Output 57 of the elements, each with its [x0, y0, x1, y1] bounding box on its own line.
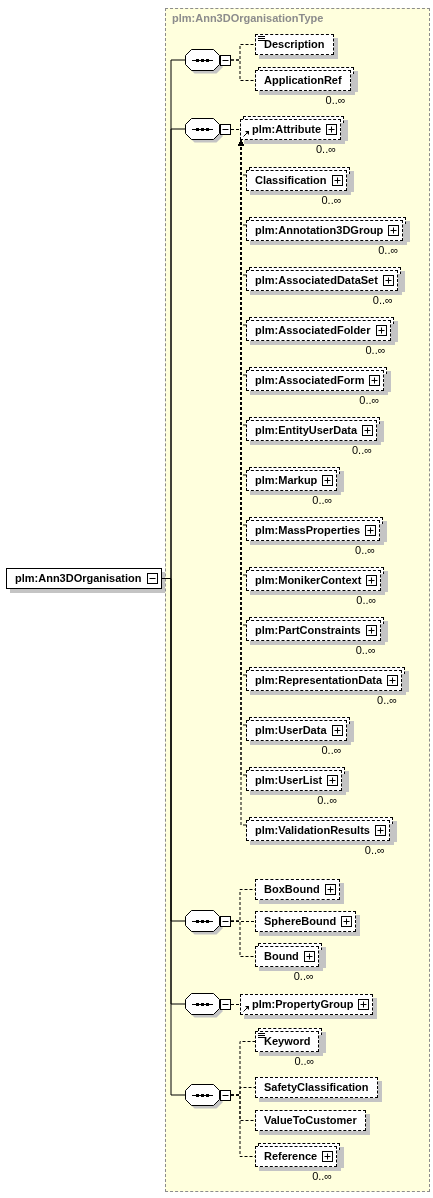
multiplicity-label: 0..∞ — [352, 445, 373, 456]
element-name: BoxBound — [264, 883, 320, 896]
element-name: ValueToCustomer — [264, 1114, 357, 1127]
multiplicity-label: 0..∞ — [377, 695, 398, 706]
sequence-symbol — [185, 993, 231, 1019]
multiplicity-label: 0..∞ — [365, 345, 386, 356]
element-name: plm:AssociatedFolder — [255, 324, 371, 337]
element-name: Description — [264, 38, 325, 51]
multiplicity-label: 0..∞ — [359, 395, 380, 406]
element-name: plm:UserList — [255, 774, 323, 787]
multiplicity-label: 0..∞ — [317, 795, 338, 806]
element-name: ApplicationRef — [264, 74, 342, 87]
multiplicity-label: 0..∞ — [378, 245, 399, 256]
element-name: plm:ValidationResults — [255, 824, 370, 837]
element-name: Reference — [264, 1150, 318, 1163]
connector-line — [230, 920, 256, 957]
sequence-symbol — [185, 910, 231, 936]
element-name: plm:AssociatedDataSet — [255, 274, 378, 287]
multiplicity-label: 0..∞ — [325, 95, 346, 106]
multiplicity-label: 0..∞ — [312, 495, 333, 506]
connector-line — [230, 59, 256, 81]
connector-line — [230, 129, 241, 130]
element-name: Classification — [255, 174, 327, 187]
sequence-symbol — [185, 1084, 231, 1110]
element-name: plm:Markup — [255, 474, 318, 487]
type-panel — [165, 8, 430, 1192]
multiplicity-label: 0..∞ — [372, 295, 393, 306]
multiplicity-label: 0..∞ — [355, 545, 376, 556]
element-name: plm:Ann3DOrganisation — [15, 572, 142, 585]
multiplicity-label: 0..∞ — [294, 1056, 315, 1067]
element-name: plm:Attribute — [252, 123, 322, 136]
type-name: plm:Ann3DOrganisationType — [172, 12, 324, 25]
sequence-symbol — [185, 118, 231, 144]
multiplicity-label: 0..∞ — [355, 645, 376, 656]
multiplicity-label: 0..∞ — [364, 845, 385, 856]
element-name: plm:AssociatedForm — [255, 374, 365, 387]
element-name: Keyword — [264, 1035, 311, 1048]
element-name: Bound — [264, 950, 299, 963]
element-name: plm:Annotation3DGroup — [255, 224, 384, 237]
element-name: plm:PropertyGroup — [252, 998, 354, 1011]
element-name: plm:MassProperties — [255, 524, 361, 537]
connector-line — [230, 1004, 241, 1005]
element-name: plm:PartConstraints — [255, 624, 361, 637]
element-name: SafetyClassification — [264, 1081, 369, 1094]
multiplicity-label: 0..∞ — [321, 745, 342, 756]
multiplicity-label: 0..∞ — [293, 971, 314, 982]
element-name: plm:UserData — [255, 724, 327, 737]
element-name: plm:RepresentationData — [255, 674, 383, 687]
element-name: plm:MonikerContext — [255, 574, 362, 587]
multiplicity-label: 0..∞ — [315, 144, 337, 155]
multiplicity-label: 0..∞ — [321, 195, 342, 206]
connector-line — [230, 1094, 256, 1157]
element-name: plm:EntityUserData — [255, 424, 358, 437]
element-name: SphereBound — [264, 915, 337, 928]
multiplicity-label: 0..∞ — [312, 1171, 333, 1182]
sequence-symbol — [185, 49, 231, 75]
multiplicity-label: 0..∞ — [356, 595, 377, 606]
